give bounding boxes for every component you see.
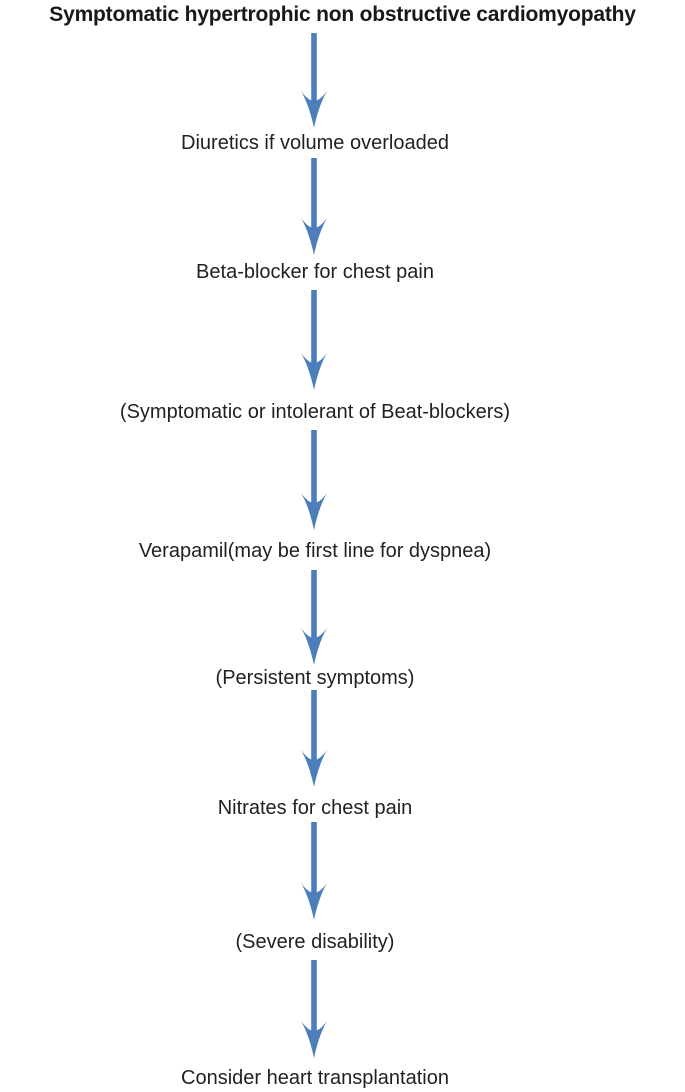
arrow-down-icon <box>301 570 327 665</box>
node-severe-disability: (Severe disability) <box>235 931 395 953</box>
flow-title: Symptomatic hypertrophic non obstructive… <box>49 3 636 26</box>
node-nitrates: Nitrates for chest pain <box>217 797 413 819</box>
node-symptomatic-or-intolerant: (Symptomatic or intolerant of Beat-block… <box>119 401 511 423</box>
arrow-down-icon <box>301 960 327 1058</box>
arrow-down-icon <box>301 690 327 787</box>
arrow-down-icon <box>301 822 327 920</box>
arrow-down-icon <box>301 33 327 128</box>
node-persistent-symptoms: (Persistent symptoms) <box>215 667 415 689</box>
node-diuretics: Diuretics if volume overloaded <box>181 132 449 154</box>
node-beta-blocker: Beta-blocker for chest pain <box>196 261 434 283</box>
node-verapamil: Verapamil(may be first line for dyspnea) <box>138 540 492 562</box>
arrow-down-icon <box>301 430 327 530</box>
arrow-down-icon <box>301 158 327 255</box>
arrow-down-icon <box>301 290 327 390</box>
node-heart-transplantation: Consider heart transplantation <box>181 1067 449 1089</box>
